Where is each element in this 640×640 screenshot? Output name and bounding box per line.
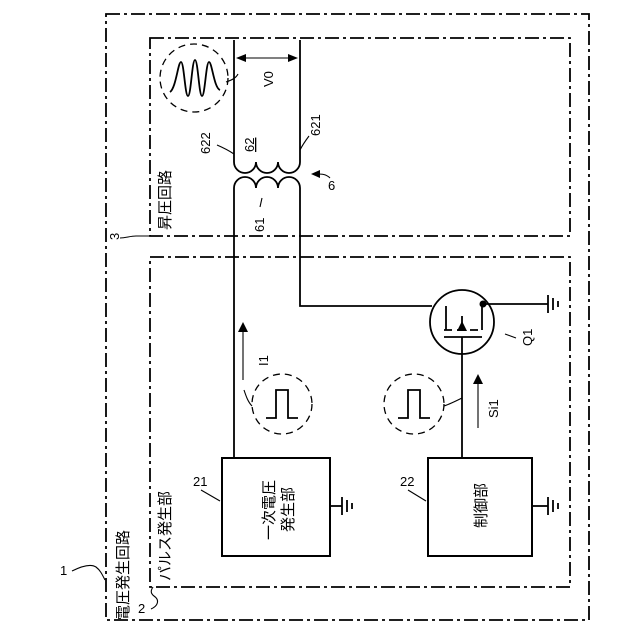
primary-winding-61 bbox=[234, 177, 300, 200]
ref-3-label: 3 bbox=[107, 233, 122, 240]
switch-q1-leader bbox=[505, 334, 516, 338]
control-label: 制御部 bbox=[473, 483, 490, 528]
current-label: I1 bbox=[256, 355, 271, 366]
current-arrow-head bbox=[238, 322, 248, 332]
v0-arrow-head-right bbox=[288, 54, 298, 62]
ref-622-leader bbox=[217, 145, 234, 154]
ref-22-leader bbox=[408, 490, 426, 501]
ref-21-leader bbox=[201, 490, 220, 501]
ref-61-leader bbox=[260, 198, 262, 207]
output-waveform-icon bbox=[170, 60, 220, 96]
boost-circuit-frame bbox=[150, 38, 570, 236]
ref-621-label: 621 bbox=[308, 114, 323, 136]
output-waveform-bubble bbox=[160, 44, 228, 112]
control-pulse-bubble bbox=[384, 374, 444, 434]
v0-arrow-head-left bbox=[236, 54, 246, 62]
primary-right-wire bbox=[300, 200, 432, 306]
primary-ground-icon bbox=[342, 497, 352, 515]
primary-pulse-icon bbox=[266, 390, 298, 418]
ref-3-leader bbox=[120, 236, 150, 238]
ref-22-label: 22 bbox=[400, 474, 414, 489]
ref-2-leader bbox=[151, 587, 158, 609]
ref-6-arrow-head bbox=[311, 170, 320, 178]
v0-label: V0 bbox=[261, 71, 276, 87]
control-pulse-leader bbox=[444, 398, 462, 406]
control-signal-label: Si1 bbox=[486, 399, 501, 418]
voltage-generation-title: 電圧発生回路 bbox=[115, 530, 132, 620]
primary-voltage-label-line1: 一次電圧 bbox=[261, 480, 278, 540]
primary-pulse-leader bbox=[244, 390, 252, 406]
ref-1-leader bbox=[72, 565, 105, 580]
primary-pulse-bubble bbox=[252, 374, 312, 434]
control-ground-icon bbox=[548, 497, 558, 515]
switch-ground-icon bbox=[548, 295, 558, 313]
control-signal-arrow-head bbox=[473, 374, 483, 384]
ref-622-label: 622 bbox=[198, 132, 213, 154]
secondary-winding-62 bbox=[234, 150, 300, 173]
switch-q1-label: Q1 bbox=[520, 329, 535, 346]
ref-61-label: 61 bbox=[252, 218, 267, 232]
ref-2-label: 2 bbox=[138, 601, 145, 616]
ref-21-label: 21 bbox=[193, 474, 207, 489]
ref-621-leader bbox=[300, 136, 309, 150]
control-pulse-icon bbox=[398, 390, 430, 418]
primary-voltage-label-line2: 発生部 bbox=[280, 487, 297, 532]
ref-1-label: 1 bbox=[60, 563, 67, 578]
pulse-generation-title: パルス発生部 bbox=[157, 491, 174, 581]
boost-title: 昇圧回路 bbox=[157, 170, 174, 230]
ref-6-label: 6 bbox=[328, 178, 335, 193]
ref-62-label: 62 bbox=[242, 138, 257, 152]
